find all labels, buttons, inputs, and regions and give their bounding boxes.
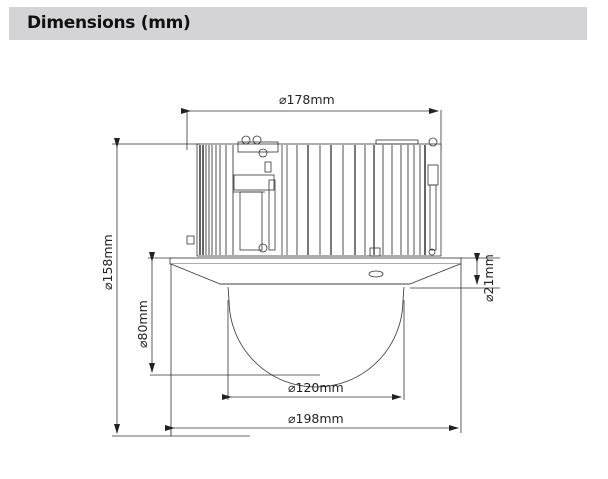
dim-line-120: [222, 300, 405, 400]
dim-line-158: [112, 138, 250, 437]
dim-line-80: [148, 252, 320, 376]
dim-line-198: [165, 425, 459, 436]
dome-bubble: [227, 286, 405, 388]
label-21: ⌀21mm: [481, 254, 496, 302]
section-title: Dimensions (mm): [27, 13, 191, 33]
camera-housing: [186, 135, 442, 257]
label-198: ⌀198mm: [288, 411, 344, 426]
trim-ring-flange: [169, 257, 462, 436]
dim-line-21: [410, 253, 500, 433]
label-80: ⌀80mm: [135, 300, 150, 348]
label-158: ⌀158mm: [100, 234, 115, 290]
section-header: Dimensions (mm): [9, 7, 587, 40]
dim-line-178: [181, 108, 442, 150]
label-120: ⌀120mm: [288, 380, 344, 395]
label-178: ⌀178mm: [279, 92, 335, 107]
